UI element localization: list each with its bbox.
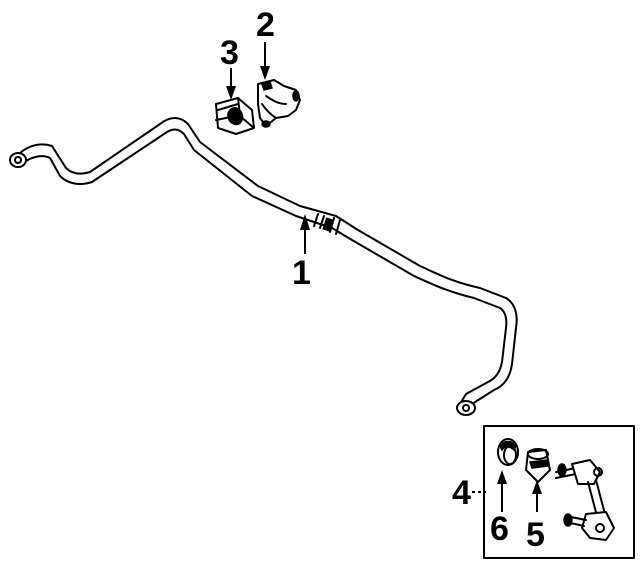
leader-5: [532, 480, 542, 512]
stabilizer-bushing[interactable]: [215, 97, 255, 135]
stabilizer-bar[interactable]: [9, 117, 518, 416]
link-cap[interactable]: [497, 438, 519, 466]
link-bushing[interactable]: [525, 448, 551, 483]
callout-4: 4: [452, 474, 471, 512]
stabilizer-link[interactable]: [555, 459, 615, 541]
callout-2: 2: [256, 6, 275, 44]
bushing-bracket[interactable]: [257, 79, 301, 128]
callout-6: 6: [490, 510, 509, 548]
leader-6: [497, 470, 507, 512]
callout-5: 5: [526, 516, 545, 554]
leader-1: [300, 214, 310, 254]
leader-2: [260, 42, 270, 80]
callout-3: 3: [220, 34, 239, 72]
callout-1: 1: [292, 254, 311, 292]
leader-3: [226, 68, 236, 100]
